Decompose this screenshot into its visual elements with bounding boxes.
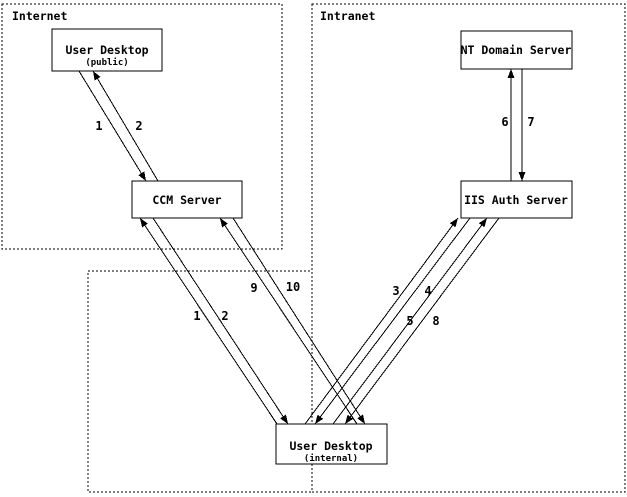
nt-domain-server-box — [460, 30, 573, 70]
internet-zone-border — [1, 3, 283, 250]
iis-auth-server-title: IIS Auth Server — [464, 193, 568, 207]
user-desktop-public-node: User Desktop (public) — [51, 28, 163, 72]
ccm-server-box — [131, 180, 243, 219]
intranet-zone-border — [311, 3, 626, 493]
user-desktop-public-subtitle: (public) — [85, 57, 128, 68]
flow-label-2-public: 2 — [135, 119, 142, 133]
flow-label-4: 4 — [424, 284, 431, 298]
flow-line-1-internal — [139, 217, 278, 425]
flow-label-8: 8 — [432, 314, 439, 328]
flow-label-10: 10 — [286, 280, 300, 294]
flow-label-3: 3 — [392, 284, 399, 298]
internal-zone-border — [87, 270, 314, 493]
flow-lines — [78, 69, 526, 425]
iis-auth-server-box — [460, 180, 573, 219]
flow-label-1-public: 1 — [95, 119, 102, 133]
flow-line-4 — [314, 217, 471, 425]
flow-label-5: 5 — [406, 314, 413, 328]
user-desktop-internal-title: User Desktop — [289, 439, 372, 453]
user-desktop-internal-node: User Desktop (internal) — [275, 423, 388, 465]
nt-domain-server-title: NT Domain Server — [461, 43, 572, 57]
user-desktop-public-title: User Desktop — [65, 43, 148, 57]
flow-label-2-internal: 2 — [221, 309, 228, 323]
flow-line-8 — [344, 217, 500, 425]
internet-zone-label: Internet — [12, 9, 67, 23]
ccm-server-node: CCM Server — [131, 180, 243, 219]
flow-line-2-public — [92, 70, 159, 182]
nt-domain-server-node: NT Domain Server — [460, 30, 573, 70]
user-desktop-public-box — [51, 28, 163, 72]
iis-auth-server-node: IIS Auth Server — [460, 180, 573, 219]
user-desktop-internal-subtitle: (internal) — [304, 453, 358, 464]
flow-label-9: 9 — [250, 281, 257, 295]
flow-line-9 — [219, 217, 358, 425]
flow-label-7: 7 — [527, 115, 534, 129]
flow-labels: 1 2 1 2 9 10 3 4 5 8 6 7 — [95, 115, 534, 328]
flow-line-5 — [332, 217, 488, 425]
intranet-zone-label: Intranet — [320, 9, 375, 23]
flow-line-3 — [304, 217, 459, 425]
user-desktop-internal-box — [275, 423, 388, 465]
flow-line-1-public — [78, 70, 147, 182]
flow-label-6: 6 — [501, 115, 508, 129]
flow-label-1-internal: 1 — [193, 309, 200, 323]
ccm-server-title: CCM Server — [152, 193, 221, 207]
flow-line-2-internal — [152, 217, 289, 425]
flow-line-10 — [232, 217, 366, 425]
